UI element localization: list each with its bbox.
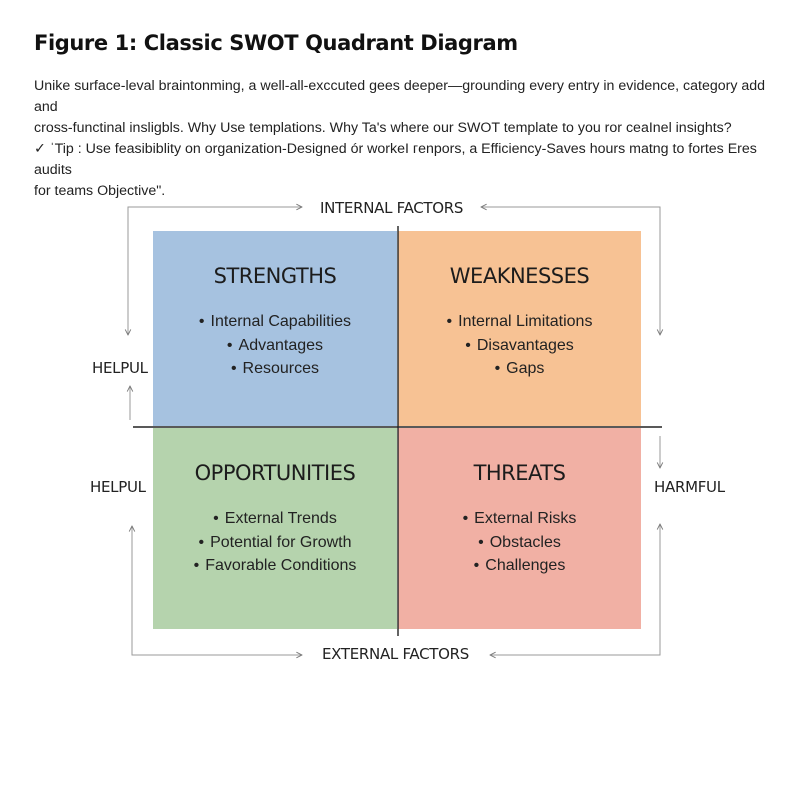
list-item: Advantages (199, 334, 351, 358)
quadrant-title: OPPORTUNITIES (194, 461, 356, 485)
list-item: Gaps (447, 357, 593, 381)
list-item: Resources (199, 357, 351, 381)
axis-label-harmful: HARMFUL (654, 478, 725, 496)
checkmark-icon: ✓ (34, 141, 46, 157)
axis-label-external: EXTERNAL FACTORS (322, 645, 469, 663)
list-item: Disavantages (447, 334, 593, 358)
list-item: External Risks (463, 507, 576, 531)
axis-label-helpful-top: HELPUL (92, 359, 148, 377)
bracket-bottom-left (132, 526, 302, 655)
quadrant-title: THREATS (473, 461, 566, 485)
intro-line: Unike surface-leval braintonming, a well… (34, 78, 766, 115)
bracket-top-right (481, 207, 660, 335)
intro-tip-line: ✓ˈTip : Use feasibiblity on organization… (34, 139, 774, 181)
intro-line: for teams Objective". (34, 183, 166, 199)
intro-line: cross-functinal insligbls. Why Use templ… (34, 120, 732, 136)
figure-title: Figure 1: Classic SWOT Quadrant Diagram (34, 31, 518, 55)
axis-label-internal: INTERNAL FACTORS (320, 199, 464, 217)
axis-label-helpful-bottom: HELPUL (90, 478, 146, 496)
intro-line: ˈTip : Use feasibiblity on organization-… (34, 141, 757, 178)
intro-text: Unike surface-leval braintonming, a well… (34, 76, 774, 202)
bracket-top-left (128, 207, 302, 335)
bracket-bottom-right (490, 524, 660, 655)
list-item: External Trends (194, 507, 357, 531)
